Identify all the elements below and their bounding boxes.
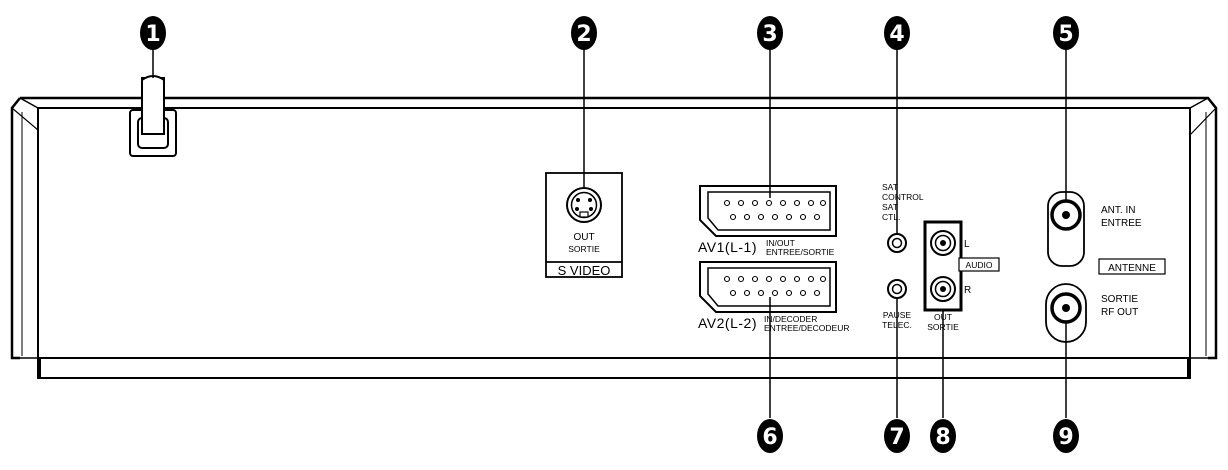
audio-r-label: R	[964, 285, 971, 296]
av1-line1: IN/OUT	[766, 238, 795, 248]
callout-6-number: 6	[762, 425, 777, 450]
callout-5-number: 5	[1058, 22, 1073, 47]
callout-3: 3	[757, 16, 783, 50]
callout-8-number: 8	[935, 425, 950, 450]
av2-line1: IN/DECODER	[764, 314, 817, 324]
av1-scart-connector: AV1(L-1) IN/OUT ENTREE/SORTIE	[698, 185, 837, 257]
callout-badges: 1 2 3 4 5 6 7 8	[140, 16, 1079, 453]
sat-control-line3: SAT	[882, 202, 898, 212]
s-video-title: S VIDEO	[558, 263, 611, 278]
s-video-out-label: OUT	[573, 232, 594, 243]
callout-8: 8	[930, 419, 956, 453]
s-video-sortie-label: SORTIE	[568, 244, 600, 254]
s-video-output: OUT SORTIE S VIDEO	[545, 172, 623, 278]
av2-scart-connector: AV2(L-2) IN/DECODER ENTREE/DECODEUR	[698, 261, 849, 333]
av2-line2: ENTREE/DECODEUR	[764, 323, 849, 333]
rf-out-line1: SORTIE	[1101, 294, 1138, 305]
sat-control-line4: CTL.	[882, 212, 900, 222]
callout-leaders	[152, 48, 1067, 418]
callout-5: 5	[1053, 16, 1079, 50]
sat-control-line2: CONTROL	[882, 192, 924, 202]
callout-7-number: 7	[889, 425, 904, 450]
callout-1: 1	[140, 16, 166, 50]
audio-title: AUDIO	[966, 260, 993, 270]
callout-3-number: 3	[762, 22, 777, 47]
callout-7: 7	[884, 419, 910, 453]
callout-4: 4	[884, 16, 910, 50]
callout-1-number: 1	[145, 22, 160, 47]
sat-control-line1: SAT	[882, 182, 898, 192]
callout-6: 6	[757, 419, 783, 453]
rf-out-line2: RF OUT	[1101, 307, 1138, 318]
callout-9: 9	[1053, 419, 1079, 453]
callout-4-number: 4	[889, 22, 904, 47]
av1-name: AV1(L-1)	[698, 239, 757, 255]
power-cord	[129, 75, 177, 157]
antenna-connectors: ANT. IN ENTREE ANTENNE SORTIE RF OUT	[1045, 191, 1166, 343]
sat-control-jack: SAT CONTROL SAT CTL.	[882, 182, 924, 253]
callout-2: 2	[571, 16, 597, 50]
av1-line2: ENTREE/SORTIE	[766, 247, 835, 257]
callout-9-number: 9	[1058, 425, 1073, 450]
ant-in-line2: ENTREE	[1101, 218, 1142, 229]
callout-2-number: 2	[576, 22, 591, 47]
ant-in-line1: ANT. IN	[1101, 205, 1135, 216]
av2-name: AV2(L-2)	[698, 315, 757, 331]
audio-l-label: L	[964, 239, 970, 250]
antenne-box-label: ANTENNE	[1108, 263, 1156, 274]
